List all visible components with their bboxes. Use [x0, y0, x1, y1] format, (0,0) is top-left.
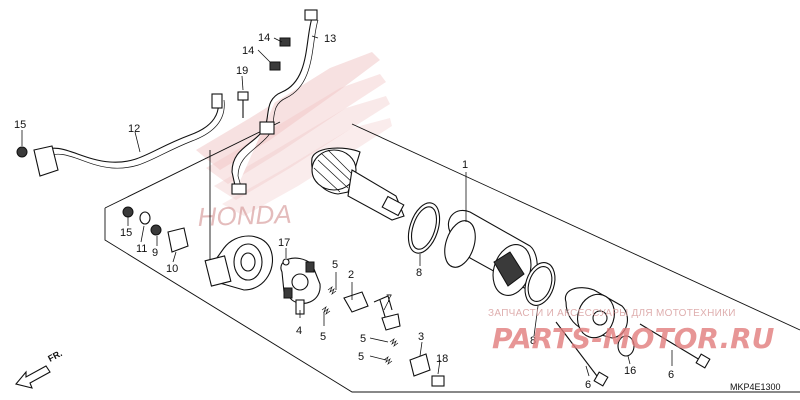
- front-direction-arrow: FR.: [15, 348, 64, 389]
- callout-5: 5: [332, 259, 338, 271]
- starter-cable: [231, 9, 319, 195]
- watermark-site: PARTS-MOTOR.RU: [492, 322, 775, 355]
- callout-17: 17: [278, 237, 290, 249]
- callout-9: 9: [152, 247, 158, 259]
- front-cover: [204, 235, 274, 291]
- callout-5: 5: [358, 351, 364, 363]
- callout-2: 2: [348, 269, 354, 281]
- watermark-caption: ЗАПЧАСТИ И АКСЕССУАРЫ ДЛЯ МОТОТЕХНИКИ: [488, 308, 736, 319]
- callout-19: 19: [236, 65, 248, 77]
- arrow-icon: [15, 365, 51, 389]
- callout-13: 13: [324, 33, 336, 45]
- o-ring-left: [407, 202, 441, 254]
- callout-18: 18: [436, 353, 448, 365]
- callout-7: 7: [386, 293, 392, 305]
- leader-lines: [21, 35, 673, 377]
- callout-numbers: 1 2 3 4 5 5 5 5 6 6 7 8 8 9 10 11 12 13 …: [14, 32, 674, 391]
- through-bolts: [555, 321, 711, 387]
- assembly-frame: [104, 121, 800, 393]
- callout-10: 10: [166, 263, 178, 275]
- carbon-brushes: [343, 291, 431, 377]
- watermark-brand: HONDA: [197, 199, 292, 232]
- callout-15: 15: [14, 119, 26, 131]
- terminal-bolt: [379, 299, 401, 331]
- callout-8: 8: [416, 267, 422, 279]
- callout-6: 6: [585, 379, 591, 391]
- nut-18: [431, 375, 445, 387]
- callout-15: 15: [120, 227, 132, 239]
- diagram-code: MKP4E1300: [730, 382, 781, 392]
- callout-4: 4: [296, 325, 302, 337]
- callout-12: 12: [128, 123, 140, 135]
- yoke-case: [444, 210, 538, 296]
- o-ring-right: [524, 262, 556, 306]
- callout-14: 14: [258, 32, 270, 44]
- bolt-19: [237, 91, 249, 118]
- brush-holder: [280, 257, 321, 315]
- callout-1: 1: [462, 159, 468, 171]
- callout-8: 8: [530, 335, 536, 347]
- callout-11: 11: [136, 243, 147, 255]
- callout-14: 14: [242, 45, 254, 57]
- callout-5: 5: [320, 331, 326, 343]
- brush-springs: [321, 285, 399, 366]
- small-fasteners: [122, 206, 189, 253]
- harness-cable: [16, 93, 225, 177]
- callout-5: 5: [360, 333, 366, 345]
- callout-3: 3: [418, 331, 424, 343]
- callout-16: 16: [624, 365, 636, 377]
- callout-6: 6: [668, 369, 674, 381]
- rear-cover: [564, 287, 635, 357]
- direction-label: FR.: [46, 348, 63, 364]
- armature: [311, 147, 405, 221]
